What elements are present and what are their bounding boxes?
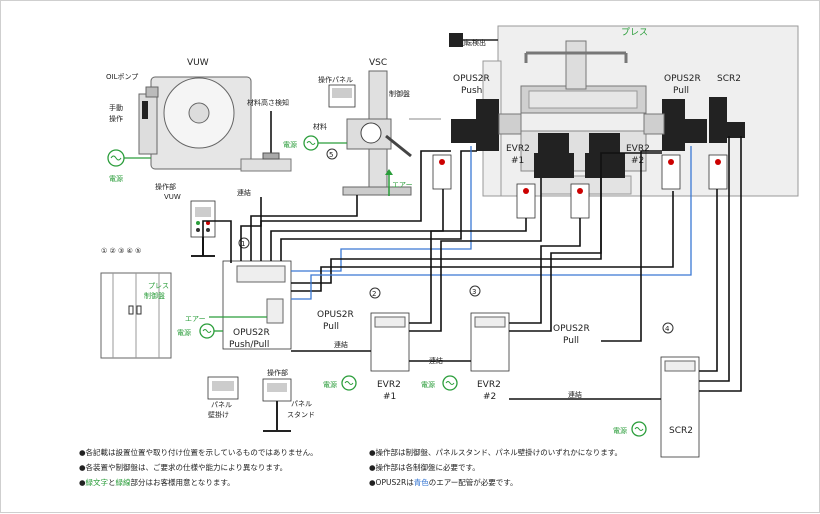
opus2r-push-actuator: OPUS2R Push [451,74,522,151]
material-label: 材料 [313,122,327,131]
evr2-1-label-2: #1 [383,392,396,402]
controller-opus2r-label-1: OPUS2R [233,328,270,338]
rotation-detector-label: 回転検出 [458,38,486,47]
operation-unit-vuw: 操作部 VUW [155,182,216,257]
press-op-panels [432,154,728,219]
material-height-label: 材料高さ検知 [247,98,289,107]
opus2r-pull-mid-label-1: OPUS2R [317,310,354,320]
rotation-detector: 回転検出 [449,33,498,47]
opus2r-pull-label-2: Pull [673,86,689,96]
opus2r-push-label-1: OPUS2R [453,74,490,84]
controller-opus2r-label-2: Push/Pull [229,340,269,350]
evr2-2-top-label-1: EVR2 [626,144,650,154]
vsc-straightener: VSC 制御盤 材料 [313,58,412,196]
manual-op-label-1: 手動 [109,103,123,112]
evr2-1-label-1: EVR2 [377,380,401,390]
wiring: 連結 連結 連結 連結 [202,136,742,400]
opus2r-pull-right-label-1: OPUS2R [553,324,590,334]
press-control-label-2: 制御盤 [144,291,165,300]
power-vuw-label: 電源 [109,174,123,183]
controller-scr2: 4 SCR2 [660,322,700,458]
controller-opus2r: 1 OPUS2R Push/Pull [222,237,292,350]
scr2-label: SCR2 [669,426,693,436]
link-label-2: 連結 [334,340,348,349]
vsc-op-panel-label: 操作パネル [318,75,353,84]
air-vsc: エアー [385,169,413,196]
press-control-panel: ① ② ③ ④ ⑤ プレス 制御盤 [100,247,172,359]
stand-label-2: スタンド [287,410,315,419]
note-1: ●各記載は設置位置や取り付け位置を示しているものではありません。 [79,447,318,457]
panel-markers: ① ② ③ ④ ⑤ [101,247,141,255]
stand-op-label: 操作部 [267,368,288,377]
marker-5-vsc: 5 [326,148,338,160]
wall-mount-label-2: 壁掛け [208,410,229,419]
stand-label-1: パネル [291,400,312,408]
operation-unit-vuw-label-2: VUW [164,193,181,201]
power-scr2: 電源 [613,421,647,437]
note-6: ●OPUS2Rは青色のエアー配管が必要です。 [369,477,518,487]
power-evr2-1-label: 電源 [323,380,337,389]
vuw-label: VUW [187,58,209,68]
vsc-operation-panel: 操作パネル [318,75,356,108]
material-height-sensor: 材料高さ検知 [247,98,289,160]
wall-mount-label-1: パネル [211,401,232,409]
note-5: ●操作部は各制御盤に必要です。 [369,462,480,472]
evr2-1-top-label-1: EVR2 [506,144,530,154]
power-vuw: 電源 [107,149,151,183]
evr2-1-top-label-2: #1 [511,156,524,166]
link-label-1: 連結 [237,188,251,197]
power-controller: 電源 [177,323,223,339]
control-panel-label: 制御盤 [389,89,410,98]
controller-evr2-1: 2 EVR2 #1 [369,287,410,402]
note-3: ●緑文字と緑線部分はお客様用意となります。 [79,477,235,487]
opus2r-push-label-2: Push [461,86,482,96]
notes-left: ●各記載は設置位置や取り付け位置を示しているものではありません。 ●各装置や制御… [79,447,318,487]
scr2-actuator: SCR2 [709,74,745,143]
notes-right: ●操作部は制御盤、パネルスタンド、パネル壁掛けのいずれかになります。 ●操作部は… [369,447,622,487]
opus2r-pull-right-label-2: Pull [563,336,579,346]
evr2-2-actuator: EVR2 #2 [585,133,650,178]
panel-stand: 操作部 パネル スタンド [262,368,315,432]
air-controller: エアー [185,315,267,323]
power-evr2-2: 電源 [421,375,458,391]
operation-unit-vuw-label-1: 操作部 [155,182,176,191]
power-vsc-label: 電源 [283,140,297,149]
press-control-label-1: プレス [148,282,169,290]
evr2-2-label-1: EVR2 [477,380,501,390]
power-evr2-1: 電源 [323,375,357,391]
oil-pump-label: OILポンプ [106,73,138,81]
controller-evr2-2: 3 EVR2 #2 [469,285,510,402]
note-2: ●各装置や制御盤は、ご要求の仕様や能力により異なります。 [79,462,287,472]
link-label-4: 連結 [568,390,582,399]
evr2-1-actuator: EVR2 #1 [506,133,574,178]
evr2-2-top-label-2: #2 [631,156,644,166]
manual-op-label-2: 操作 [109,114,123,123]
press-label: プレス [621,27,648,38]
marker-1-label: 1 [241,240,245,248]
vuw-uncoiler: VUW OILポンプ 手動 操作 [106,58,292,172]
marker-4-label: 4 [665,325,670,333]
link-label-3: 連結 [429,356,443,365]
marker-3-label: 3 [472,288,476,296]
panel-wall-mount: パネル 壁掛け [207,376,239,419]
power-evr2-2-label: 電源 [421,380,435,389]
air-vsc-label: エアー [392,181,413,189]
opus2r-pull-label-1: OPUS2R [664,74,701,84]
power-scr2-label: 電源 [613,426,627,435]
scr2-top-label: SCR2 [717,74,741,84]
note-4: ●操作部は制御盤、パネルスタンド、パネル壁掛けのいずれかになります。 [369,447,622,457]
power-controller-label: 電源 [177,328,191,337]
marker-2-label: 2 [372,290,376,298]
opus2r-pull-actuator: OPUS2R Pull [643,74,707,151]
power-vsc: 電源 [283,135,347,151]
air-controller-label: エアー [185,315,206,323]
evr2-2-label-2: #2 [483,392,496,402]
opus2r-pull-mid-label-2: Pull [323,322,339,332]
vsc-label: VSC [369,58,387,68]
marker-5-label: 5 [329,151,333,159]
